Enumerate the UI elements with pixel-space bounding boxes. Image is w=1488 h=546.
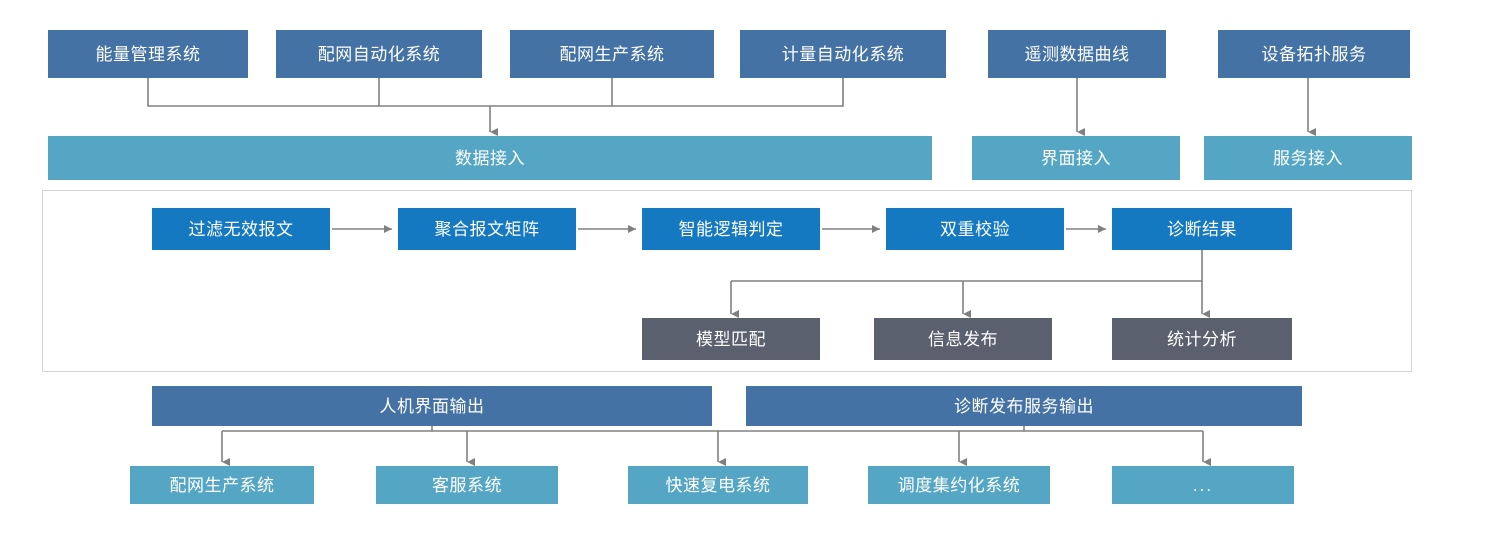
- consumer-box[interactable]: 客服系统: [376, 466, 558, 504]
- source-box[interactable]: 计量自动化系统: [740, 30, 946, 78]
- service-box[interactable]: 信息发布: [874, 318, 1052, 360]
- connector-sources-to-data-access: [147, 78, 844, 136]
- access-bar[interactable]: 数据接入: [48, 136, 932, 180]
- access-bar[interactable]: 界面接入: [972, 136, 1180, 180]
- source-box[interactable]: 遥测数据曲线: [988, 30, 1166, 78]
- pipeline-panel: [42, 190, 1412, 372]
- consumer-box[interactable]: 快速复电系统: [628, 466, 808, 504]
- process-box[interactable]: 双重校验: [886, 208, 1064, 250]
- source-box[interactable]: 能量管理系统: [48, 30, 248, 78]
- service-box[interactable]: 统计分析: [1112, 318, 1292, 360]
- source-box[interactable]: 配网生产系统: [510, 30, 714, 78]
- process-box[interactable]: 智能逻辑判定: [642, 208, 820, 250]
- output-bar[interactable]: 人机界面输出: [152, 386, 712, 426]
- output-bar[interactable]: 诊断发布服务输出: [746, 386, 1302, 426]
- access-bar[interactable]: 服务接入: [1204, 136, 1412, 180]
- consumer-box[interactable]: 调度集约化系统: [868, 466, 1050, 504]
- source-box[interactable]: 设备拓扑服务: [1218, 30, 1410, 78]
- source-box[interactable]: 配网自动化系统: [276, 30, 482, 78]
- process-box[interactable]: 诊断结果: [1112, 208, 1292, 250]
- process-box[interactable]: 过滤无效报文: [152, 208, 330, 250]
- process-box[interactable]: 聚合报文矩阵: [398, 208, 576, 250]
- consumer-box[interactable]: 配网生产系统: [130, 466, 314, 504]
- consumer-box[interactable]: ...: [1112, 466, 1294, 504]
- service-box[interactable]: 模型匹配: [642, 318, 820, 360]
- connector-outputs-to-consumers: [221, 426, 1211, 466]
